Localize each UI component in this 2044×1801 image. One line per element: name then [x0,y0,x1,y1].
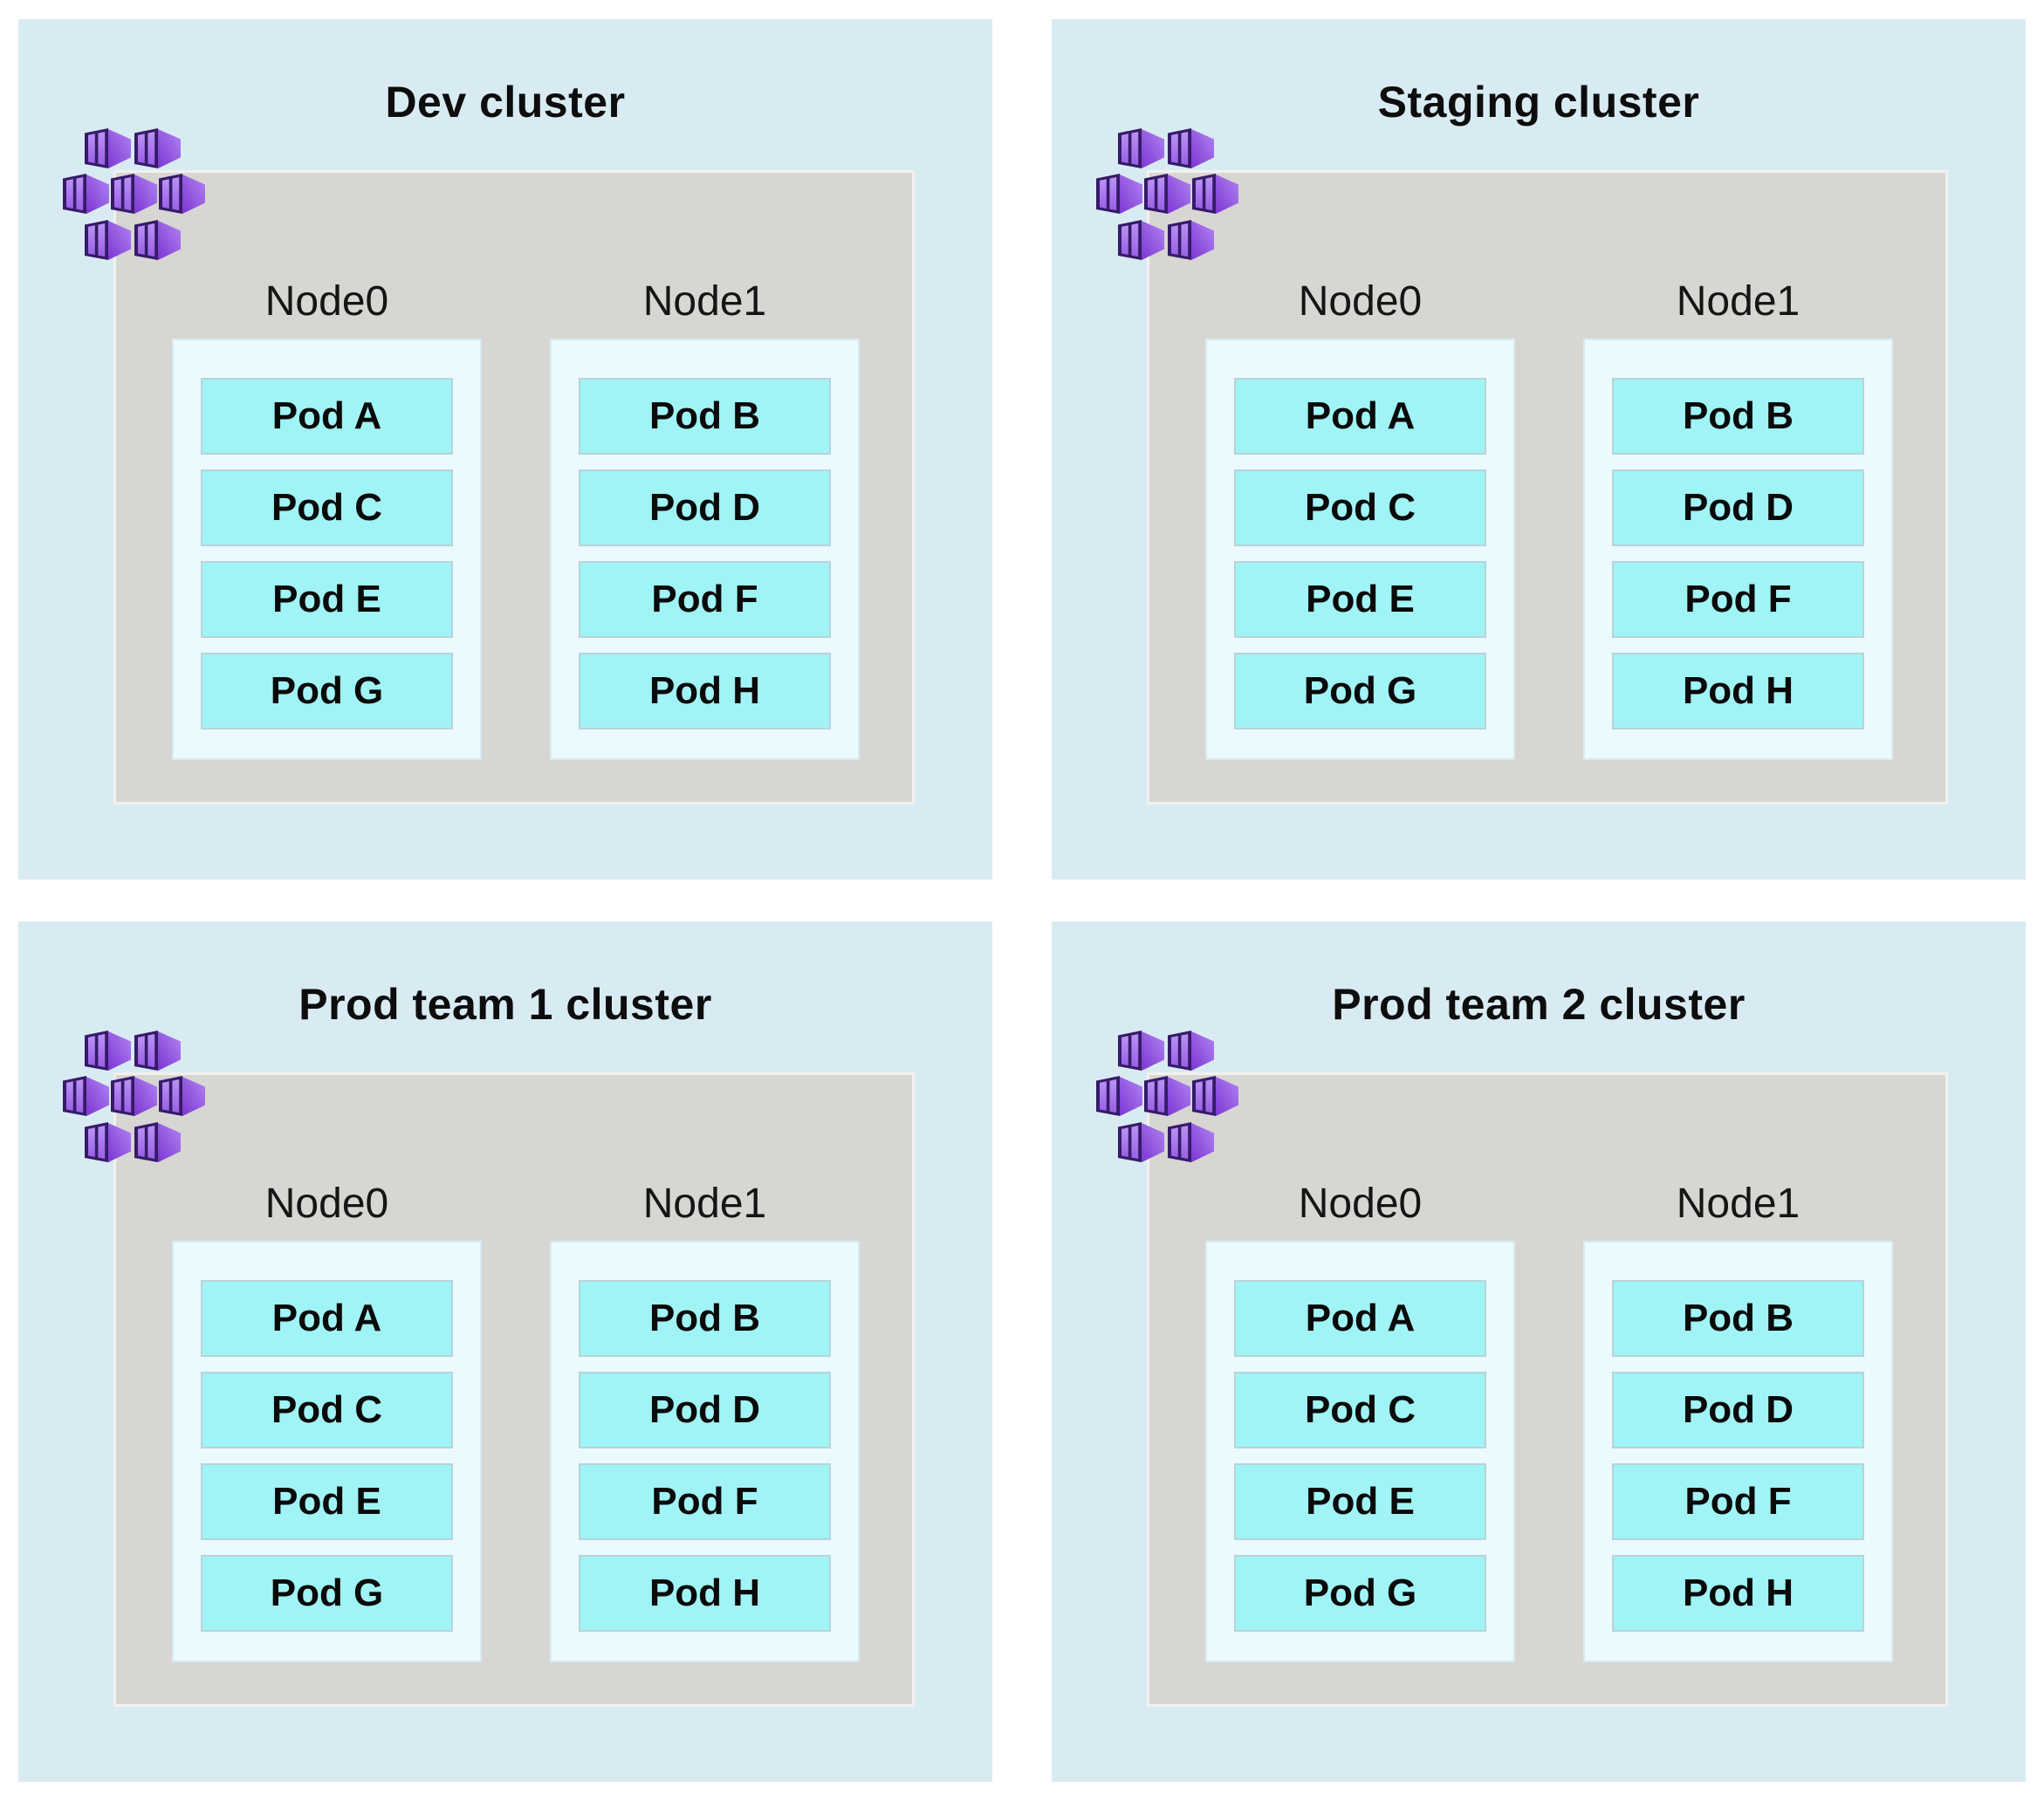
node-area: Node0 Pod A Pod C Pod E Pod G Node1 Pod … [1147,1072,1948,1707]
node: Node0 Pod A Pod C Pod E Pod G [172,274,482,760]
node-area: Node0 Pod A Pod C Pod E Pod G Node1 Pod … [1147,170,1948,805]
aks-containers-icon [63,1031,205,1162]
pod: Pod E [201,1463,453,1540]
pod: Pod H [579,653,831,729]
node-area: Node0 Pod A Pod C Pod E Pod G Node1 Pod … [113,170,915,805]
node-box: Pod A Pod C Pod E Pod G [172,1241,482,1662]
pod: Pod H [1612,1555,1864,1632]
pod: Pod F [1612,561,1864,638]
node-label: Node0 [1298,1181,1423,1227]
pod: Pod D [1612,469,1864,546]
node: Node1 Pod B Pod D Pod F Pod H [1583,1176,1893,1662]
aks-containers-icon [63,128,205,260]
node-label: Node1 [642,1181,767,1227]
cluster-panel: Prod team 1 cluster Node0 Pod A Pod C Po… [18,921,992,1782]
cluster-panel: Staging cluster Node0 Pod A Pod C Pod E … [1052,19,2026,880]
pod: Pod A [201,378,453,455]
pod: Pod C [201,469,453,546]
aks-containers-icon [1096,1031,1238,1162]
node-box: Pod A Pod C Pod E Pod G [172,339,482,760]
pod: Pod C [201,1372,453,1448]
node: Node0 Pod A Pod C Pod E Pod G [1205,274,1515,760]
node-label: Node0 [264,1181,389,1227]
cluster-title: Prod team 2 cluster [1332,980,1746,1029]
cluster-title: Dev cluster [385,78,626,127]
node-box: Pod B Pod D Pod F Pod H [550,339,860,760]
pod: Pod E [201,561,453,638]
pod: Pod B [1612,378,1864,455]
node-box: Pod B Pod D Pod F Pod H [1583,1241,1893,1662]
node: Node0 Pod A Pod C Pod E Pod G [1205,1176,1515,1662]
pod: Pod A [1234,378,1486,455]
node-box: Pod A Pod C Pod E Pod G [1205,339,1515,760]
pod: Pod E [1234,1463,1486,1540]
cluster-title: Staging cluster [1377,78,1700,127]
cluster-panel: Dev cluster Node0 Pod A Pod C Pod E Pod … [18,19,992,880]
aks-containers-icon [1096,128,1238,260]
cluster-panel: Prod team 2 cluster Node0 Pod A Pod C Po… [1052,921,2026,1782]
node: Node0 Pod A Pod C Pod E Pod G [172,1176,482,1662]
node: Node1 Pod B Pod D Pod F Pod H [550,1176,860,1662]
node-area: Node0 Pod A Pod C Pod E Pod G Node1 Pod … [113,1072,915,1707]
pod: Pod A [201,1280,453,1357]
pod: Pod D [579,1372,831,1448]
node: Node1 Pod B Pod D Pod F Pod H [550,274,860,760]
node-box: Pod B Pod D Pod F Pod H [550,1241,860,1662]
node-box: Pod B Pod D Pod F Pod H [1583,339,1893,760]
pod: Pod G [201,1555,453,1632]
pod: Pod B [579,1280,831,1357]
node: Node1 Pod B Pod D Pod F Pod H [1583,274,1893,760]
node-label: Node1 [1676,278,1801,325]
cluster-title: Prod team 1 cluster [298,980,712,1029]
pod: Pod G [1234,1555,1486,1632]
node-label: Node1 [1676,1181,1801,1227]
node-label: Node0 [1298,278,1423,325]
pod: Pod B [579,378,831,455]
pod: Pod H [579,1555,831,1632]
pod: Pod C [1234,469,1486,546]
node-label: Node0 [264,278,389,325]
pod: Pod C [1234,1372,1486,1448]
pod: Pod G [201,653,453,729]
pod: Pod E [1234,561,1486,638]
pod: Pod D [1612,1372,1864,1448]
pod: Pod H [1612,653,1864,729]
pod: Pod F [579,561,831,638]
pod: Pod F [1612,1463,1864,1540]
pod: Pod F [579,1463,831,1540]
pod: Pod A [1234,1280,1486,1357]
pod: Pod B [1612,1280,1864,1357]
node-label: Node1 [642,278,767,325]
pod: Pod G [1234,653,1486,729]
pod: Pod D [579,469,831,546]
node-box: Pod A Pod C Pod E Pod G [1205,1241,1515,1662]
